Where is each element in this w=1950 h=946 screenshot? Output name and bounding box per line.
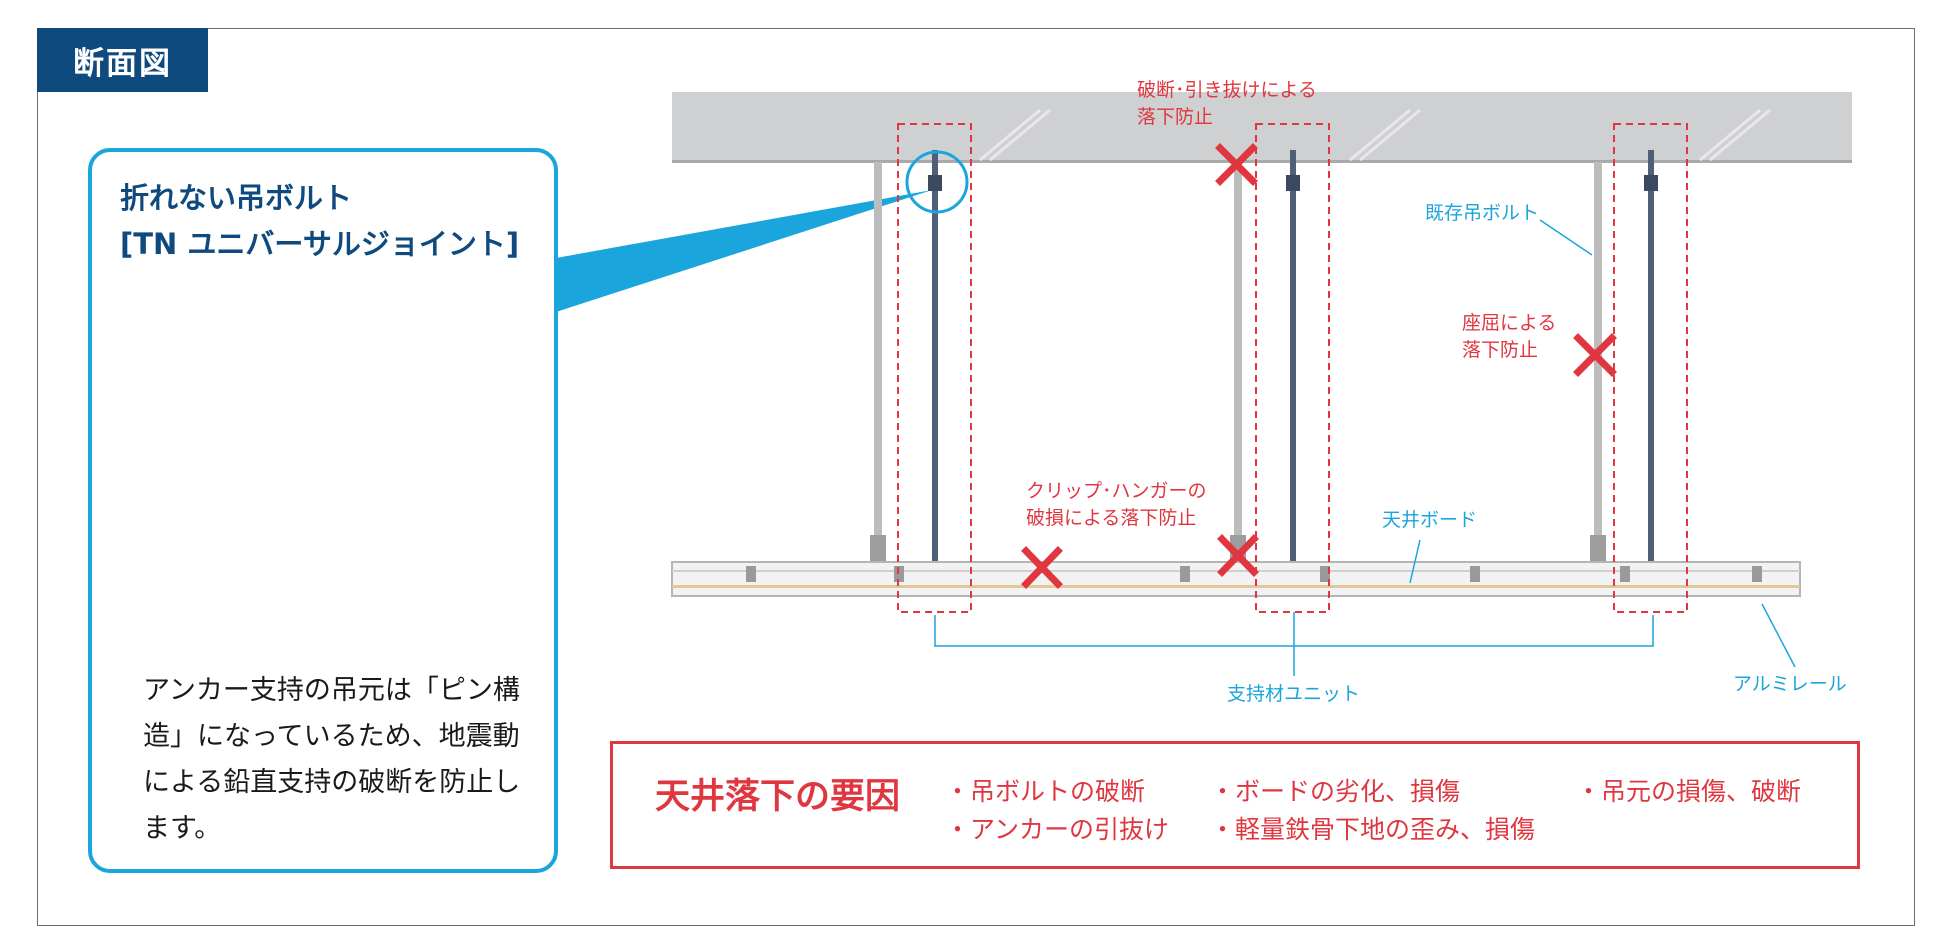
failure-x-marks bbox=[1021, 143, 1617, 589]
reasons-box bbox=[610, 741, 1860, 869]
callout-title: 折れない吊ボルト [TN ユニバーサルジョイント] bbox=[120, 175, 519, 267]
slab-hatching bbox=[979, 108, 1771, 162]
label-buckling: 座屈による 落下防止 bbox=[1462, 312, 1557, 361]
reason-item: ・ボードの劣化、損傷 bbox=[1210, 777, 1461, 806]
ceiling-board-rail bbox=[671, 561, 1801, 597]
label-aluminum-rail: アルミレール bbox=[1733, 673, 1847, 695]
reason-item: ・アンカーの引抜け bbox=[945, 815, 1170, 844]
reason-item: ・吊ボルトの破断 bbox=[945, 777, 1146, 806]
reason-item: ・吊元の損傷、破断 bbox=[1576, 777, 1802, 806]
callout-title-line2: [TN ユニバーサルジョイント] bbox=[120, 227, 520, 261]
concrete-slab bbox=[672, 92, 1852, 162]
label-support-unit: 支持材ユニット bbox=[1227, 683, 1361, 705]
label-clip-hanger: クリップ･ハンガーの 破損による落下防止 bbox=[1026, 480, 1207, 529]
callout-pointer bbox=[556, 190, 932, 312]
support-zones bbox=[897, 123, 1688, 613]
page-title: 断面図 bbox=[37, 28, 208, 92]
label-break-pullout: 破断･引き抜けによる 落下防止 bbox=[1137, 79, 1317, 128]
reason-item: ・軽量鉄骨下地の歪み、損傷 bbox=[1210, 815, 1536, 844]
reasons-title: 天井落下の要因 bbox=[655, 777, 901, 817]
callout-description: アンカー支持の吊元は「ピン構造」になっているため、地震動による鉛直支持の破断を防… bbox=[143, 675, 521, 844]
label-existing-bolt: 既存吊ボルト bbox=[1425, 202, 1540, 224]
callout-title-line1: 折れない吊ボルト bbox=[120, 181, 353, 215]
joint-highlight-circle bbox=[905, 150, 969, 214]
slab-edge bbox=[672, 160, 1852, 163]
callout-box bbox=[88, 148, 558, 873]
leader-lines bbox=[934, 219, 1796, 676]
label-ceiling-board: 天井ボード bbox=[1382, 509, 1478, 531]
outer-frame bbox=[37, 28, 1915, 926]
